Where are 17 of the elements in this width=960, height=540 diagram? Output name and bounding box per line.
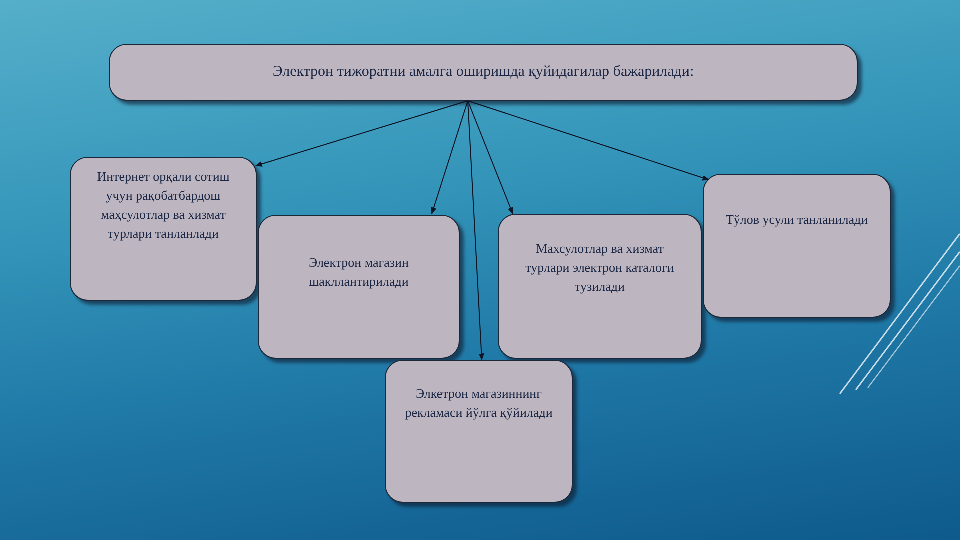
step-box — [258, 215, 460, 359]
step-box — [498, 214, 702, 359]
step-text: Махсулотлар ва хизмат турлари электрон каталоги тузилади — [524, 240, 676, 296]
step-text: Тўлов усули танланилади — [726, 211, 868, 229]
step-text: Электрон тижоратни амалга оширишда қуйидагилар бажарилади: — [272, 62, 694, 82]
arrow — [468, 100, 484, 361]
step-box — [385, 360, 573, 503]
step-text: Элкетрон магазиннинг рекламаси йўлга қўйилади — [404, 385, 554, 422]
arrow — [255, 100, 468, 167]
step-text: Электрон магазин шакллантирилади — [308, 254, 410, 291]
step-box — [70, 157, 257, 301]
header-box — [109, 44, 858, 101]
arrow — [431, 100, 468, 215]
step-text: Интернет орқали сотиш учун рақобатбардош маҳсулотлар ва хизмат турлари танланлади — [96, 168, 231, 243]
step-box — [703, 174, 891, 318]
arrow — [468, 100, 514, 215]
arrow — [468, 100, 710, 181]
